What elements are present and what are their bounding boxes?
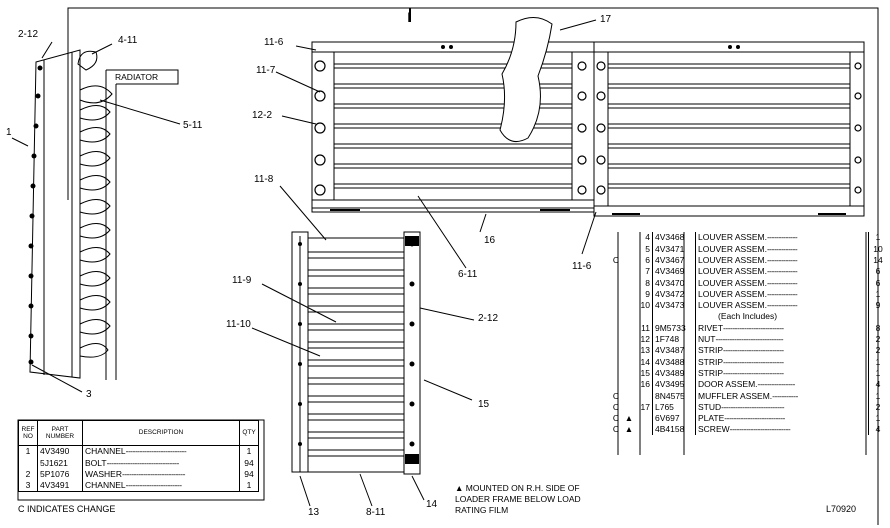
callout-11-8: 11-8 bbox=[254, 174, 274, 185]
drawing-number: L70920 bbox=[826, 504, 857, 514]
door-panel-right bbox=[593, 41, 865, 217]
callout-6-11: 6-11 bbox=[458, 269, 478, 280]
mount-note-line-2: LOADER FRAME BELOW LOAD bbox=[455, 494, 581, 504]
table-row: 1 4V3490 CHANNEL------------------------… bbox=[18, 445, 259, 458]
callout-5-11: 5-11 bbox=[183, 120, 203, 131]
mount-note-line-1: ▲ MOUNTED ON R.H. SIDE OF bbox=[455, 483, 580, 493]
parts-list-left: REF NO PART NUMBER DESCRIPTION QTY 1 4V3… bbox=[18, 420, 259, 493]
callout-15: 15 bbox=[478, 399, 490, 410]
top-mark: I bbox=[407, 9, 411, 25]
channel-left bbox=[29, 49, 81, 379]
table-row: 5J1621 BOLT-----------------------------… bbox=[18, 457, 259, 469]
callout-11-9: 11-9 bbox=[232, 275, 252, 286]
door-panel-left bbox=[311, 41, 595, 213]
callout-11-6-top: 11-6 bbox=[264, 37, 284, 48]
header-ref-no: REF NO bbox=[18, 420, 38, 446]
callout-1: 1 bbox=[6, 127, 12, 138]
callout-4-11: 4-11 bbox=[118, 35, 138, 46]
radiator-label: RADIATOR bbox=[115, 72, 159, 82]
callout-16: 16 bbox=[484, 235, 496, 246]
table-row: 3 4V3491 CHANNEL------------------------… bbox=[18, 479, 259, 492]
header-description: DESCRIPTION bbox=[82, 420, 240, 446]
callout-8-11: 8-11 bbox=[366, 507, 386, 518]
channel-bolts bbox=[28, 65, 43, 365]
mount-note-line-3: RATING FILM bbox=[455, 505, 509, 515]
callout-2-12-top: 2-12 bbox=[18, 29, 39, 40]
header-part-number: PART NUMBER bbox=[37, 420, 83, 446]
header-qty: QTY bbox=[239, 420, 259, 446]
change-note: C INDICATES CHANGE bbox=[18, 504, 116, 514]
callout-12-2: 12-2 bbox=[252, 110, 273, 121]
callout-13: 13 bbox=[308, 507, 320, 518]
louver-slats-right bbox=[608, 63, 850, 189]
muffler-cutaway bbox=[499, 17, 553, 143]
callout-14: 14 bbox=[426, 499, 438, 510]
grille-assembly bbox=[291, 231, 425, 507]
table-row: 2 5P1076 WASHER-------------------------… bbox=[18, 468, 259, 480]
radiator-tubes bbox=[79, 85, 113, 358]
callout-3: 3 bbox=[86, 389, 92, 400]
callout-17: 17 bbox=[600, 14, 612, 25]
callout-11-6-right: 11-6 bbox=[572, 261, 592, 272]
callout-11-7: 11-7 bbox=[256, 65, 276, 76]
grille-slats bbox=[308, 251, 404, 457]
table-row: (Each Includes) bbox=[610, 311, 887, 323]
callout-2-12-lower: 2-12 bbox=[478, 313, 499, 324]
callout-11-10: 11-10 bbox=[226, 319, 251, 330]
